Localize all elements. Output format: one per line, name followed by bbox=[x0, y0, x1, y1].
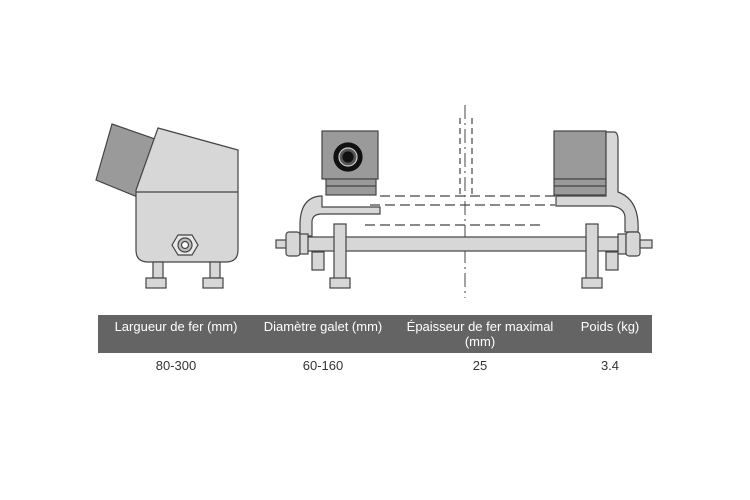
header-iron-width: Largueur de fer (mm) bbox=[98, 315, 254, 353]
technical-drawing bbox=[95, 105, 653, 298]
header-max-iron-thickness: Épaisseur de fer maximal (mm) bbox=[392, 315, 568, 353]
header-roller-diameter: Diamètre galet (mm) bbox=[254, 315, 392, 353]
header-weight: Poids (kg) bbox=[568, 315, 652, 353]
front-view-icon bbox=[275, 105, 653, 298]
value-max-iron-thickness: 25 bbox=[472, 358, 488, 373]
spec-table: Largueur de fer (mm) Diamètre galet (mm)… bbox=[98, 315, 652, 378]
spec-header-row: Largueur de fer (mm) Diamètre galet (mm)… bbox=[98, 315, 652, 353]
side-view-icon bbox=[95, 123, 239, 289]
value-roller-diameter: 60-160 bbox=[302, 358, 344, 373]
value-weight: 3.4 bbox=[600, 358, 620, 373]
table-row: 80-300 60-160 25 3.4 bbox=[98, 353, 652, 378]
value-iron-width: 80-300 bbox=[155, 358, 197, 373]
